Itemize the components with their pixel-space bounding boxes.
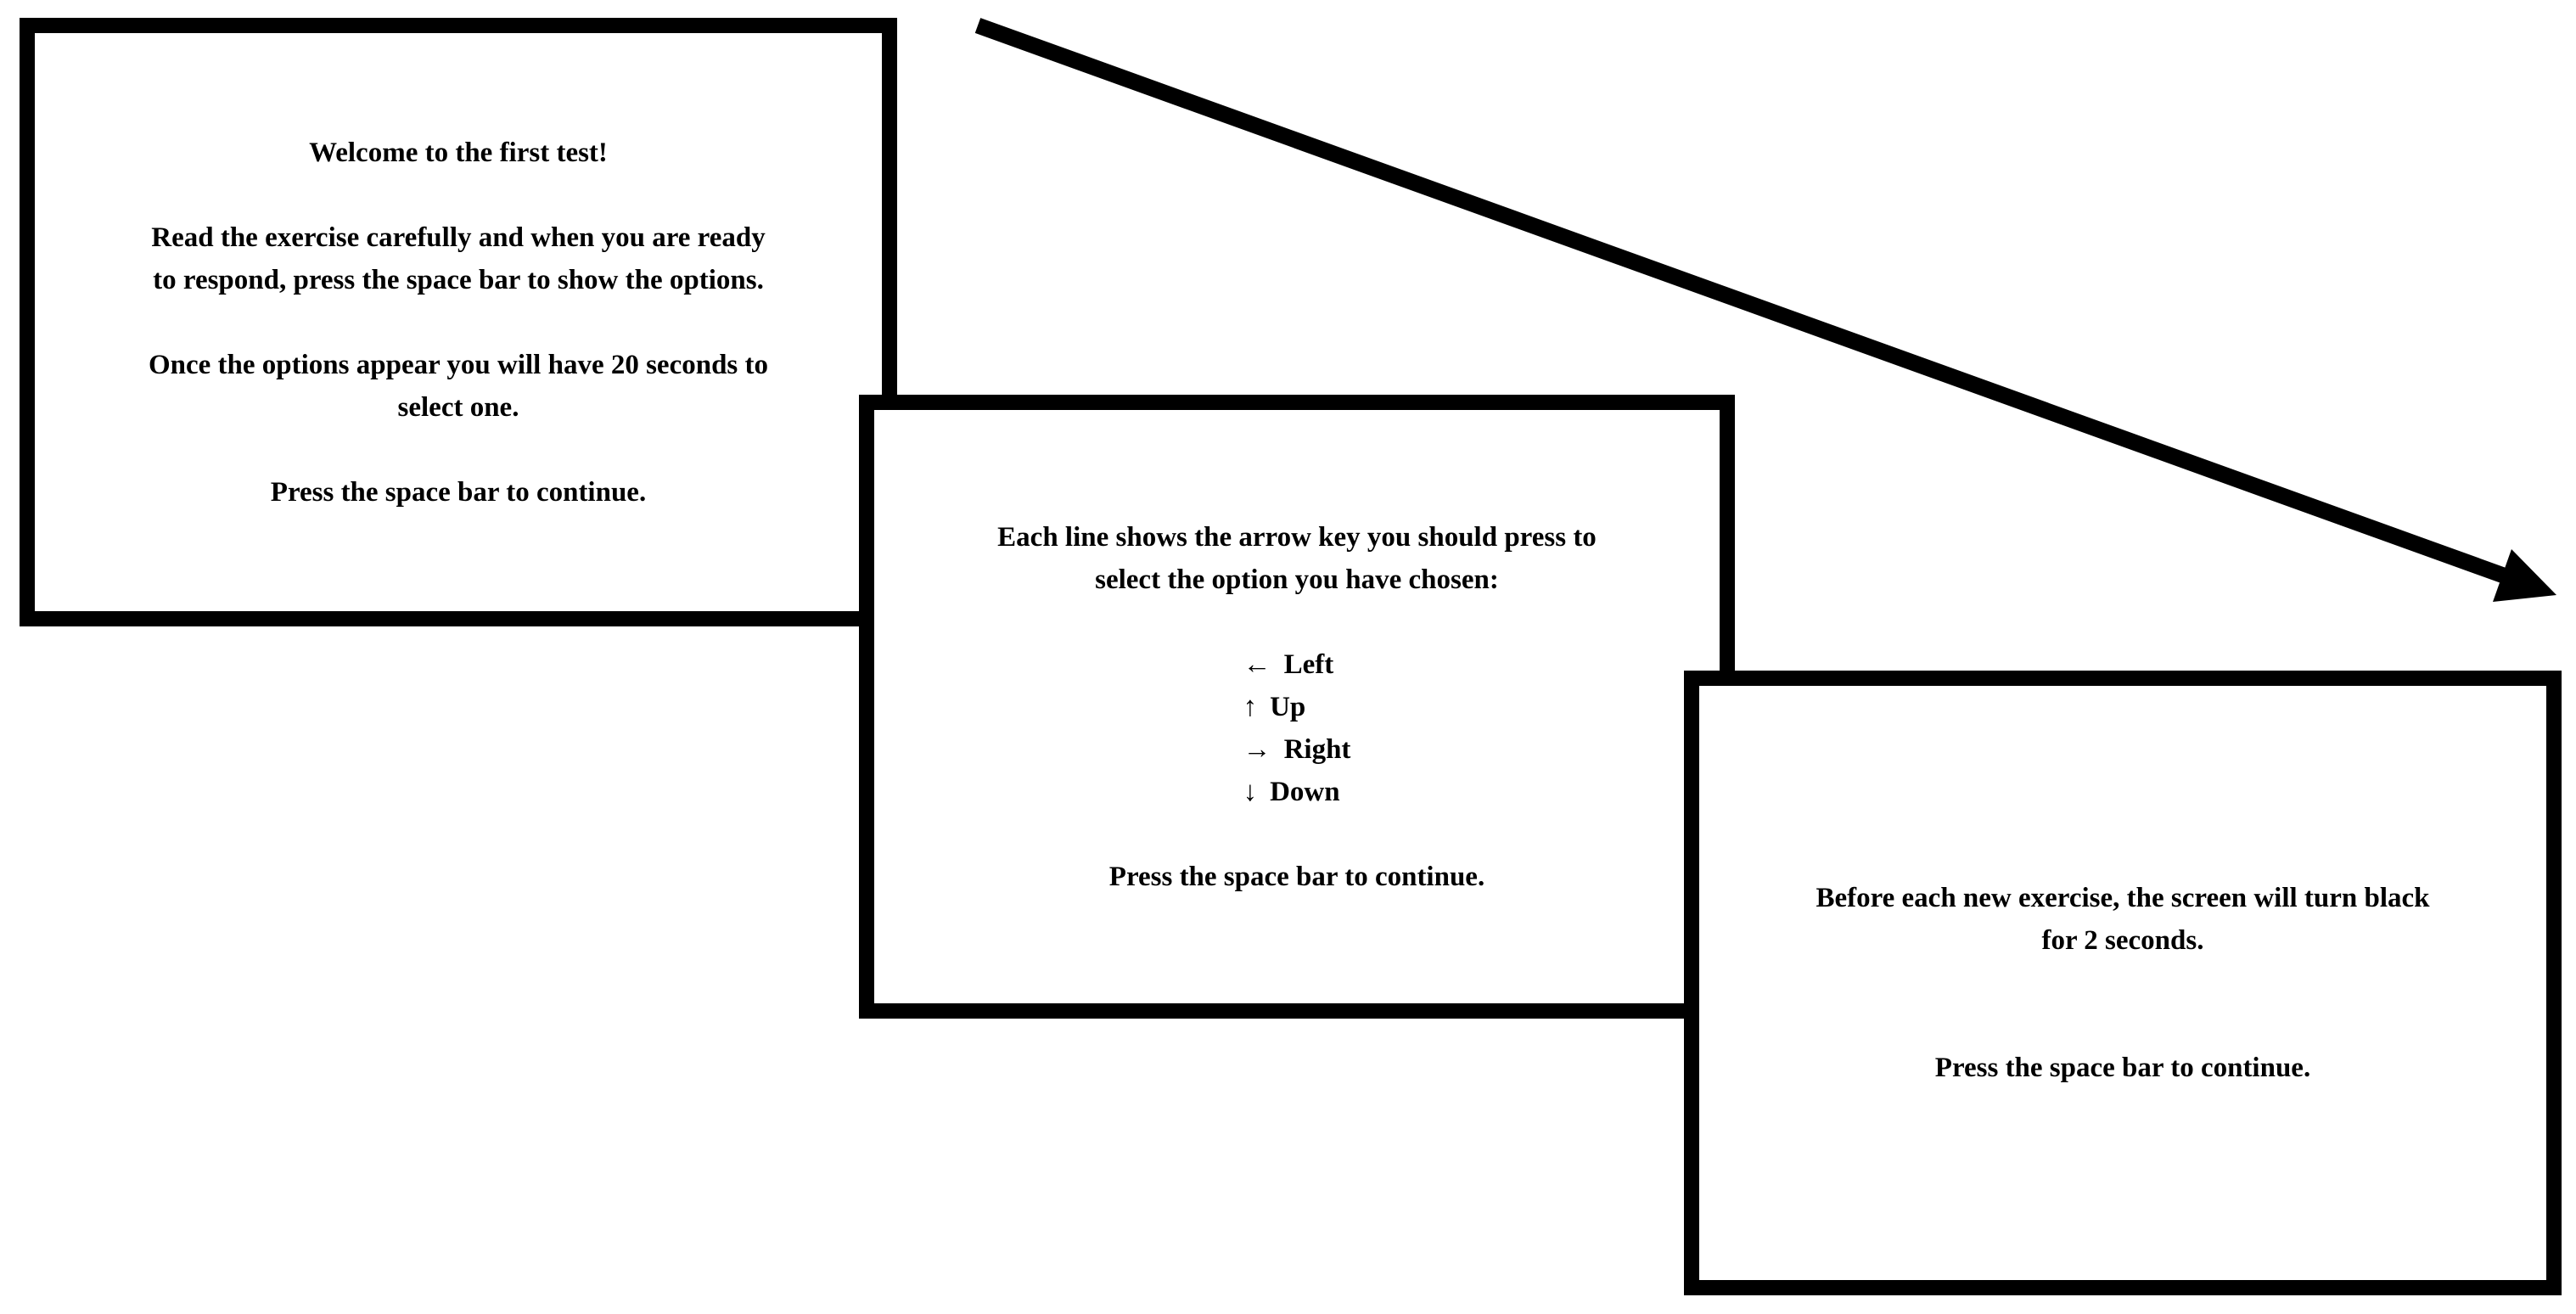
key-row-left: ← Left [1243, 643, 1351, 686]
welcome-continue-prompt: Press the space bar to continue. [270, 476, 647, 508]
welcome-title: Welcome to the first test! [309, 137, 608, 168]
key-label-right: Right [1283, 733, 1351, 765]
key-row-right: → Right [1243, 728, 1351, 771]
down-arrow-icon: ↓ [1243, 776, 1258, 807]
screen-black-notice: Before each new exercise, the screen wil… [1684, 671, 2562, 1295]
key-label-down: Down [1270, 776, 1340, 807]
key-label-left: Left [1283, 649, 1334, 680]
screen-arrow-keys: Each line shows the arrow key you should… [859, 395, 1735, 1019]
key-label-up: Up [1270, 691, 1306, 722]
keys-continue-prompt: Press the space bar to continue. [1108, 861, 1485, 892]
keys-intro: Each line shows the arrow key you should… [997, 521, 1597, 595]
arrow-key-legend: ← Left ↑ Up → Right ↓ Down [1243, 643, 1351, 813]
black-screen-note: Before each new exercise, the screen wil… [1816, 883, 2430, 956]
welcome-timing-note: Once the options appear you will have 20… [148, 349, 769, 423]
black-continue-prompt: Press the space bar to continue. [1934, 1053, 2311, 1083]
welcome-instructions: Read the exercise carefully and when you… [151, 222, 766, 295]
screen-welcome: Welcome to the first test! Read the exer… [20, 18, 897, 626]
left-arrow-icon: ← [1243, 649, 1271, 680]
right-arrow-icon: → [1243, 733, 1271, 765]
key-row-up: ↑ Up [1243, 686, 1351, 728]
up-arrow-icon: ↑ [1243, 691, 1258, 722]
key-row-down: ↓ Down [1243, 771, 1351, 813]
